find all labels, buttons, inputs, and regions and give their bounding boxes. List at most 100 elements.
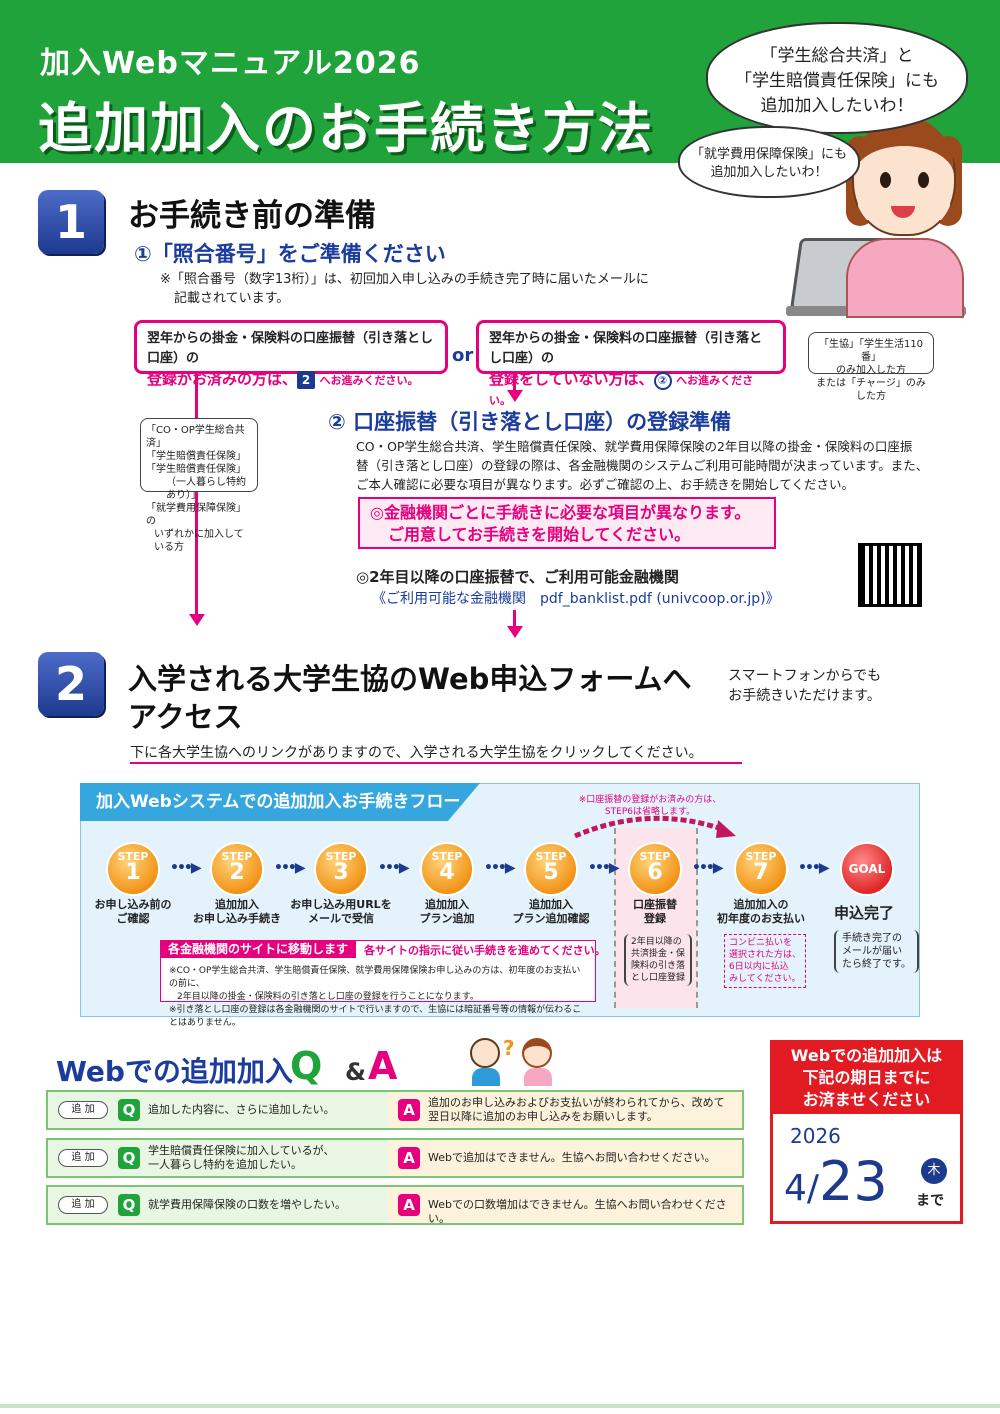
header-subtitle: 加入Webマニュアル2026 — [40, 46, 421, 81]
skip-note: ※口座振替の登録がお済みの方は、 STEP6は省略します。 — [560, 794, 740, 818]
mouth — [891, 206, 915, 218]
box-num: ② — [653, 372, 672, 390]
chevron-right-icon: •••▶ — [274, 860, 306, 876]
step7-note-line: みしてください。 — [729, 974, 801, 984]
step6-note-line: 共済掛金・保 — [631, 949, 686, 959]
box-tail: へお進みください。 — [319, 374, 419, 387]
chevron-right-icon: •••▶ — [484, 860, 516, 876]
step-number: 2 — [229, 860, 245, 885]
add-pill: 追 加 — [58, 1149, 108, 1167]
step-word: STEP — [221, 850, 253, 863]
step-label-line: 追加加入 — [529, 898, 573, 911]
bank-note-line: 2年目以降の掛金・保険料の引き落とし口座の登録を行うことになります。 — [177, 992, 479, 1002]
woman-face-illustration — [852, 116, 956, 236]
bubble-line: 追加加入したいわ！ — [760, 96, 914, 116]
woman-body-illustration — [846, 238, 964, 318]
deadline-month: 4 — [784, 1168, 807, 1209]
notice-box: ◎金融機関ごとに手続きに必要な項目が異なります。 ご用意してお手続きを開始してく… — [358, 497, 776, 549]
question-text: 学生賠償責任保険に加入しているが、一人暮らし特約を追加したい。 — [148, 1144, 383, 1172]
boy-body-icon — [472, 1068, 500, 1086]
chevron-right-icon: •••▶ — [798, 860, 830, 876]
box-tail: へお進みください。 — [489, 374, 754, 407]
bank-list-link[interactable]: 《ご利用可能な金融機関 pdf_banklist.pdf (univcoop.o… — [372, 591, 780, 607]
deadline-head-line: Webでの追加加入は — [790, 1046, 943, 1065]
tiny-line: 「CO・OP学生総合共済」 — [146, 425, 245, 449]
qa-q-letter: Q — [290, 1044, 323, 1088]
q-icon: Q — [118, 1099, 140, 1121]
bank-note-line: ※引き落とし口座の登録は各金融機関のサイトで行いますので、生協には暗証番号等の情… — [169, 1005, 582, 1028]
deadline-date: 4/23 — [784, 1150, 888, 1213]
body-line: CO・OP学生総合共済、学生賠償責任保険、就学費用保障保険の2年目以降の掛金・保… — [356, 439, 913, 454]
q-icon: Q — [118, 1147, 140, 1169]
bank-site-sub: 各サイトの指示に従い手続きを進めてください。 — [364, 944, 606, 957]
step-label-1: お申し込み前のご確認 — [80, 898, 186, 926]
tiny-line: いずれかに加入している方 — [154, 529, 244, 553]
a-icon: A — [398, 1147, 420, 1169]
step6-note-line: 2年目以降の — [631, 937, 682, 947]
arrow-center-line — [513, 610, 516, 628]
a-icon: A — [398, 1099, 420, 1121]
skip-line: ※口座振替の登録がお済みの方は、 — [578, 795, 722, 805]
chevron-right-icon: •••▶ — [692, 860, 724, 876]
step-label-line: 追加加入の — [733, 898, 789, 911]
step-word: STEP — [431, 850, 463, 863]
step-word: STEP — [117, 850, 149, 863]
tiny-line: 「就学費用保障保険」の — [146, 503, 246, 527]
note-line: ※「照合番号（数字13桁）」は、初回加入申し込みの手続き完了時に届いたメールに — [160, 272, 649, 287]
step-number: 4 — [439, 860, 455, 885]
qr-code[interactable] — [858, 543, 922, 607]
step-label-line: 口座振替 — [633, 898, 677, 911]
deadline-head: Webでの追加加入は 下記の期日までに お済ませください — [770, 1040, 963, 1114]
bank-heading: ◎2年目以降の口座振替で、ご利用可能金融機関 — [356, 568, 679, 586]
box-not-registered: 翌年からの掛金・保険料の口座振替（引き落とし口座）の 登録をしていない方は、② … — [476, 320, 786, 407]
chevron-right-icon: •••▶ — [588, 860, 620, 876]
step-word: STEP — [639, 850, 671, 863]
question-line: 就学費用保障保険の口数を増やしたい。 — [148, 1198, 346, 1211]
section2-title: 入学される大学生協のWeb申込フォームへ アクセス — [128, 660, 692, 736]
goal-note-line: 手続き完了の — [842, 933, 902, 944]
arrow-right-line — [513, 374, 516, 392]
step-label-5: 追加加入プラン追加確認 — [498, 898, 604, 926]
step-number: 1 — [125, 860, 141, 885]
tiny-line: （一人暮らし特約あり）」 — [166, 477, 246, 501]
step-label-line: 追加加入 — [215, 898, 259, 911]
question-text: 就学費用保障保険の口数を増やしたい。 — [148, 1198, 383, 1212]
step6-note: 2年目以降の 共済掛金・保 険料の引き落 とし口座登録 — [624, 934, 693, 986]
note-coop-only: 「生協」「学生生活110番」 のみ加入した方 または「チャージ」のみした方 — [808, 332, 934, 402]
bank-site-head: 各金融機関のサイトに移動します — [160, 940, 356, 958]
box-em: 登録をしていない方は、 — [489, 370, 654, 388]
smartphone-note: スマートフォンからでも お手続きいただけます。 — [728, 666, 881, 706]
chevron-right-icon: •••▶ — [170, 860, 202, 876]
smart-line: スマートフォンからでも — [728, 668, 882, 684]
goal-note: 手続き完了の メールが届い たら終了です。 — [834, 930, 919, 973]
bubble-line: 追加加入したいわ！ — [710, 165, 828, 180]
deadline-made: まで — [916, 1193, 944, 1209]
step7-note-line: 選択された方は、 — [729, 950, 802, 960]
instruction-underline — [130, 762, 742, 764]
tiny-line: のみ加入した方 — [836, 365, 906, 376]
step-label-3: お申し込み用URLをメールで受信 — [288, 898, 394, 926]
deadline-year: 2026 — [790, 1124, 841, 1148]
step-label-line: ご確認 — [116, 912, 150, 925]
step-label-line: プラン追加確認 — [512, 912, 590, 925]
step-label-line: お申し込み手続き — [193, 912, 281, 925]
title-line: 入学される大学生協のWeb申込フォームへ — [128, 662, 692, 696]
answer-text: Webでの口数増加はできません。生協へお問い合わせください。 — [428, 1198, 738, 1226]
step-word: STEP — [745, 850, 777, 863]
arrow-left-line — [195, 374, 198, 614]
arrow-left-head — [189, 614, 205, 626]
qa-title: Webでの追加加入 — [56, 1055, 293, 1088]
arrow-right-head — [507, 390, 523, 402]
a-icon: A — [398, 1194, 420, 1216]
bubble-line: 「学生賠償責任保険」にも — [735, 71, 939, 91]
bubble-line: 「就学費用保障保険」にも — [690, 147, 847, 162]
step-label-6: 口座振替登録 — [602, 898, 708, 926]
